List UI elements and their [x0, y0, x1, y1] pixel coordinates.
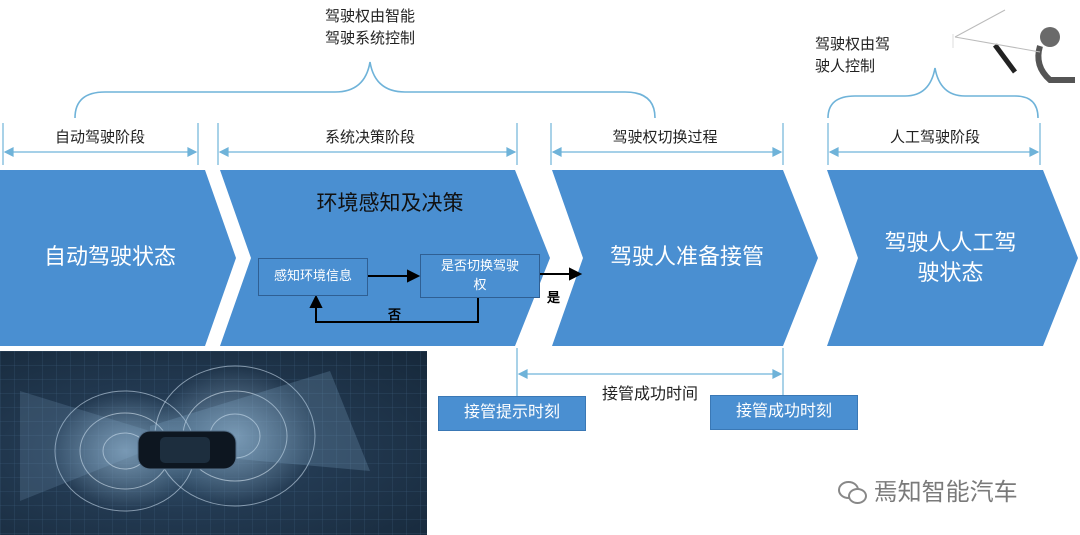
switch-decision-line1: 是否切换驾驶 — [440, 259, 519, 274]
manual-state-line2: 驶状态 — [917, 261, 984, 286]
decision-flow-arrows — [309, 267, 583, 323]
phase-label-switch: 驾驶权切换过程 — [612, 128, 718, 146]
auto-state-text: 自动驾驶状态 — [43, 245, 176, 270]
chevron-decision — [220, 170, 550, 346]
switch-decision-line2: 权 — [473, 278, 487, 293]
chevron-takeover — [552, 170, 818, 346]
phase-ranges — [2, 123, 1041, 165]
driver-control-line2: 驶人控制 — [815, 57, 876, 75]
manual-state-text: 驾驶人人工驾 驶状态 — [858, 229, 1043, 289]
phase-label-decision: 系统决策阶段 — [324, 128, 415, 146]
chevron-auto-state — [0, 170, 236, 346]
takeover-text: 驾驶人准备接管 — [609, 245, 764, 270]
takeover-duration-label: 接管成功时间 — [601, 384, 698, 403]
watermark-text: 焉知智能汽车 — [873, 478, 1018, 506]
watermark: 焉知智能汽车 — [838, 472, 1018, 507]
takeover-prompt-moment: 接管提示时刻 — [438, 396, 586, 431]
phase-label-auto: 自动驾驶阶段 — [54, 128, 145, 146]
driver-control-caption: 驾驶权由驾 驶人控制 — [815, 33, 935, 77]
manual-state-line1: 驾驶人人工驾 — [884, 231, 1017, 256]
sensor-coverage-svg — [0, 351, 427, 535]
switch-decision-box: 是否切换驾驶 权 — [420, 254, 540, 298]
system-control-line1: 驾驶权由智能 — [324, 7, 415, 25]
decision-title: 环境感知及决策 — [316, 191, 464, 215]
takeover-success-moment: 接管成功时刻 — [710, 395, 858, 430]
perceive-box: 感知环境信息 — [258, 258, 368, 296]
system-control-caption: 驾驶权由智能 驾驶系统控制 — [305, 5, 435, 49]
yes-label: 是 — [547, 291, 561, 306]
brace-driver-control — [827, 67, 1039, 119]
brace-system-control — [74, 61, 656, 119]
wechat-icon — [838, 479, 867, 504]
system-control-line2: 驾驶系统控制 — [324, 29, 415, 47]
driver-steering-icon — [952, 9, 1075, 83]
phase-label-manual: 人工驾驶阶段 — [889, 128, 980, 146]
takeover-timeline — [516, 348, 784, 396]
sensor-coverage-image — [0, 351, 427, 535]
no-label: 否 — [388, 308, 402, 323]
driver-control-line1: 驾驶权由驾 — [815, 35, 891, 53]
chevron-manual — [827, 170, 1078, 346]
